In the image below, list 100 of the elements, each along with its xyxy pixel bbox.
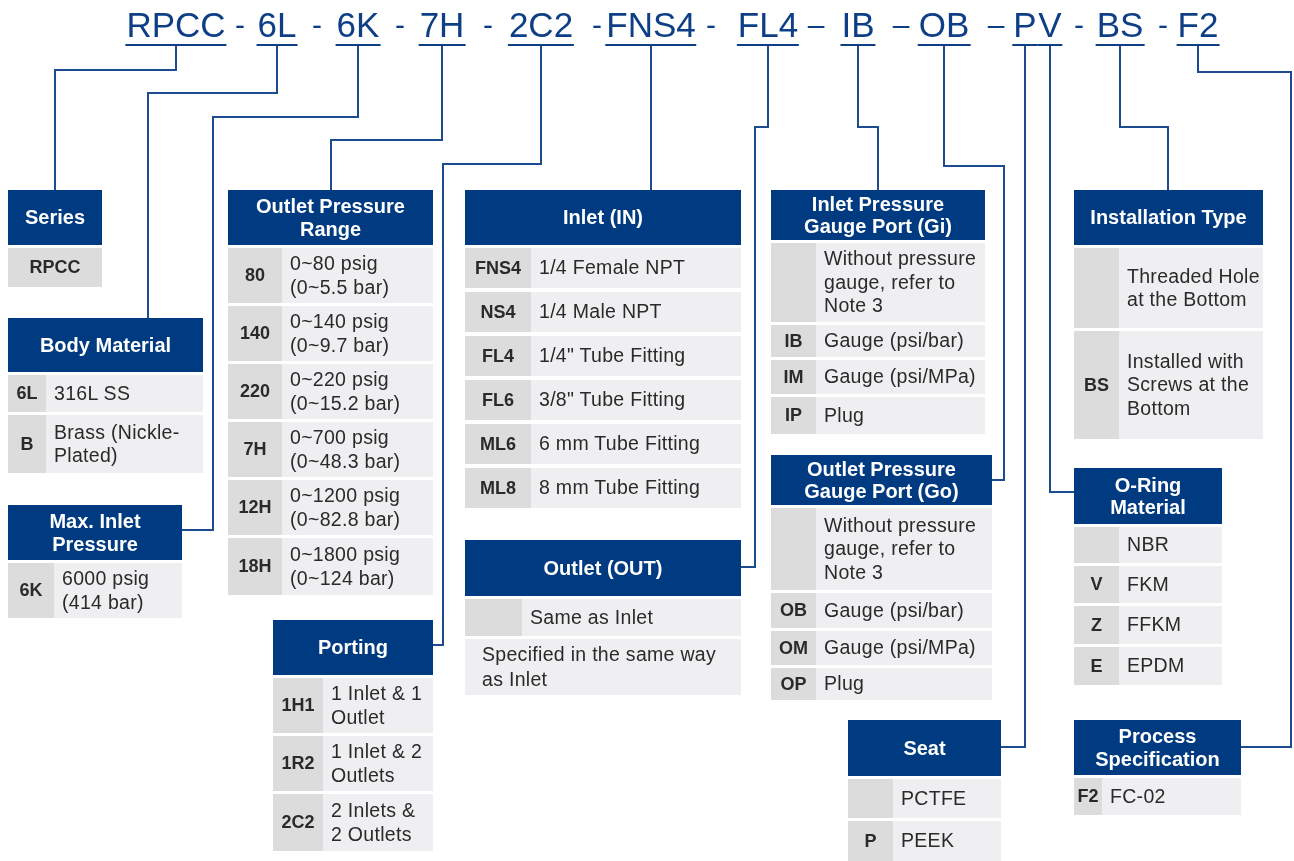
option-code: 12H [228,480,282,535]
option-code: ML8 [465,468,531,508]
table-row [8,415,203,473]
code-segment: IB [840,6,876,46]
option-table [1074,468,1222,688]
option-description: Without pressure gauge, refer to Note 3 [823,512,978,585]
separator-dash: - [483,7,493,43]
option-table [848,720,1001,861]
separator-dash: – [892,7,910,43]
table-header: O-Ring Material [1074,468,1222,524]
option-table [1074,720,1241,818]
table-row [1074,331,1263,439]
table-row [771,243,985,322]
option-description: 1 Inlet & 2 Outlets [330,739,424,788]
option-code: E [1074,647,1119,685]
option-table [771,455,992,703]
table-row [228,422,433,477]
connector-line [330,45,443,191]
table-header: Max. Inlet Pressure [8,505,182,560]
option-code: IP [771,397,816,434]
option-code: 220 [228,364,282,419]
option-description: Installed with Screws at the Bottom [1126,348,1251,421]
table-row [228,248,433,303]
connector-line [943,45,1005,481]
option-code: OB [771,593,816,628]
table-row [228,538,433,595]
option-description: PEEK [900,828,956,854]
option-description: Plug [823,671,866,697]
separator-dash: - [592,7,602,43]
connector-line [147,45,278,319]
separator-dash: – [987,7,1005,43]
table-row [8,563,182,618]
table-row [465,292,741,332]
table-header: Process Specification [1074,720,1241,775]
separator-dash: - [1074,7,1084,43]
code-segment: FL4 [736,6,800,46]
table-row [771,397,985,434]
option-description: 6000 psig (414 bar) [61,566,151,615]
option-description: PCTFE [900,785,968,811]
option-code: FL6 [465,380,531,420]
option-description: Brass (Nickle-Plated) [53,419,181,468]
option-code: IM [771,360,816,394]
table-header: Seat [848,720,1001,776]
connector-line [1049,45,1075,493]
option-code: RPCC [8,248,102,287]
connector-line [181,45,359,531]
option-description: 2 Inlets & 2 Outlets [330,798,417,847]
option-table [771,190,985,437]
table-row [1074,606,1222,644]
code-segment: 2C2 [507,6,575,46]
option-description: FKM [1126,571,1171,597]
table-row [848,821,1001,861]
table-row [771,360,985,394]
option-description: 1/4 Female NPT [538,255,687,281]
code-segment: BS [1095,6,1145,46]
code-segment: FNS4 [605,6,697,46]
option-table [273,620,433,854]
option-description: 0~1800 psig (0~124 bar) [289,542,402,591]
table-header: Body Material [8,318,203,372]
table-row [1074,566,1222,603]
table-header: Porting [273,620,433,675]
code-segment: V [1037,6,1063,46]
code-segment: 6K [335,6,381,46]
option-code: P [848,821,893,861]
connector-line [740,45,769,568]
code-segment: P [1012,6,1038,46]
table-header: Installation Type [1074,190,1263,245]
option-description: Same as Inlet [529,604,655,630]
option-code: V [1074,566,1119,603]
option-description: FFKM [1126,612,1183,638]
option-code: 1R2 [273,736,323,791]
option-description: 8 mm Tube Fitting [538,475,702,501]
table-row [1074,248,1263,328]
connector-line [857,45,879,191]
option-description: FC-02 [1109,783,1167,809]
option-description: Gauge (psi/MPa) [823,364,977,390]
option-description: 0~700 psig (0~48.3 bar) [289,425,402,474]
connector-line [650,45,652,191]
option-code: ML6 [465,424,531,464]
table-header: Outlet (OUT) [465,540,741,596]
option-code: F2 [1074,778,1102,815]
separator-dash: – [807,7,825,43]
option-code: B [8,415,46,473]
option-description: EPDM [1126,653,1186,679]
option-description: 0~80 psig (0~5.5 bar) [289,251,391,300]
table-row [273,736,433,791]
table-header: Inlet Pressure Gauge Port (Gi) [771,190,985,240]
table-row [465,380,741,420]
option-table [465,540,741,695]
option-code: BS [1074,331,1119,439]
option-description: 1/4 Male NPT [538,299,663,325]
table-row [273,678,433,733]
option-description: 3/8" Tube Fitting [538,387,687,413]
connector-line [1119,45,1169,191]
option-description: 1 Inlet & 1 Outlet [330,681,424,730]
option-code: NS4 [465,292,531,332]
table-row [8,375,203,412]
table-header: Series [8,190,102,245]
table-row [465,424,741,464]
option-table [8,190,102,290]
